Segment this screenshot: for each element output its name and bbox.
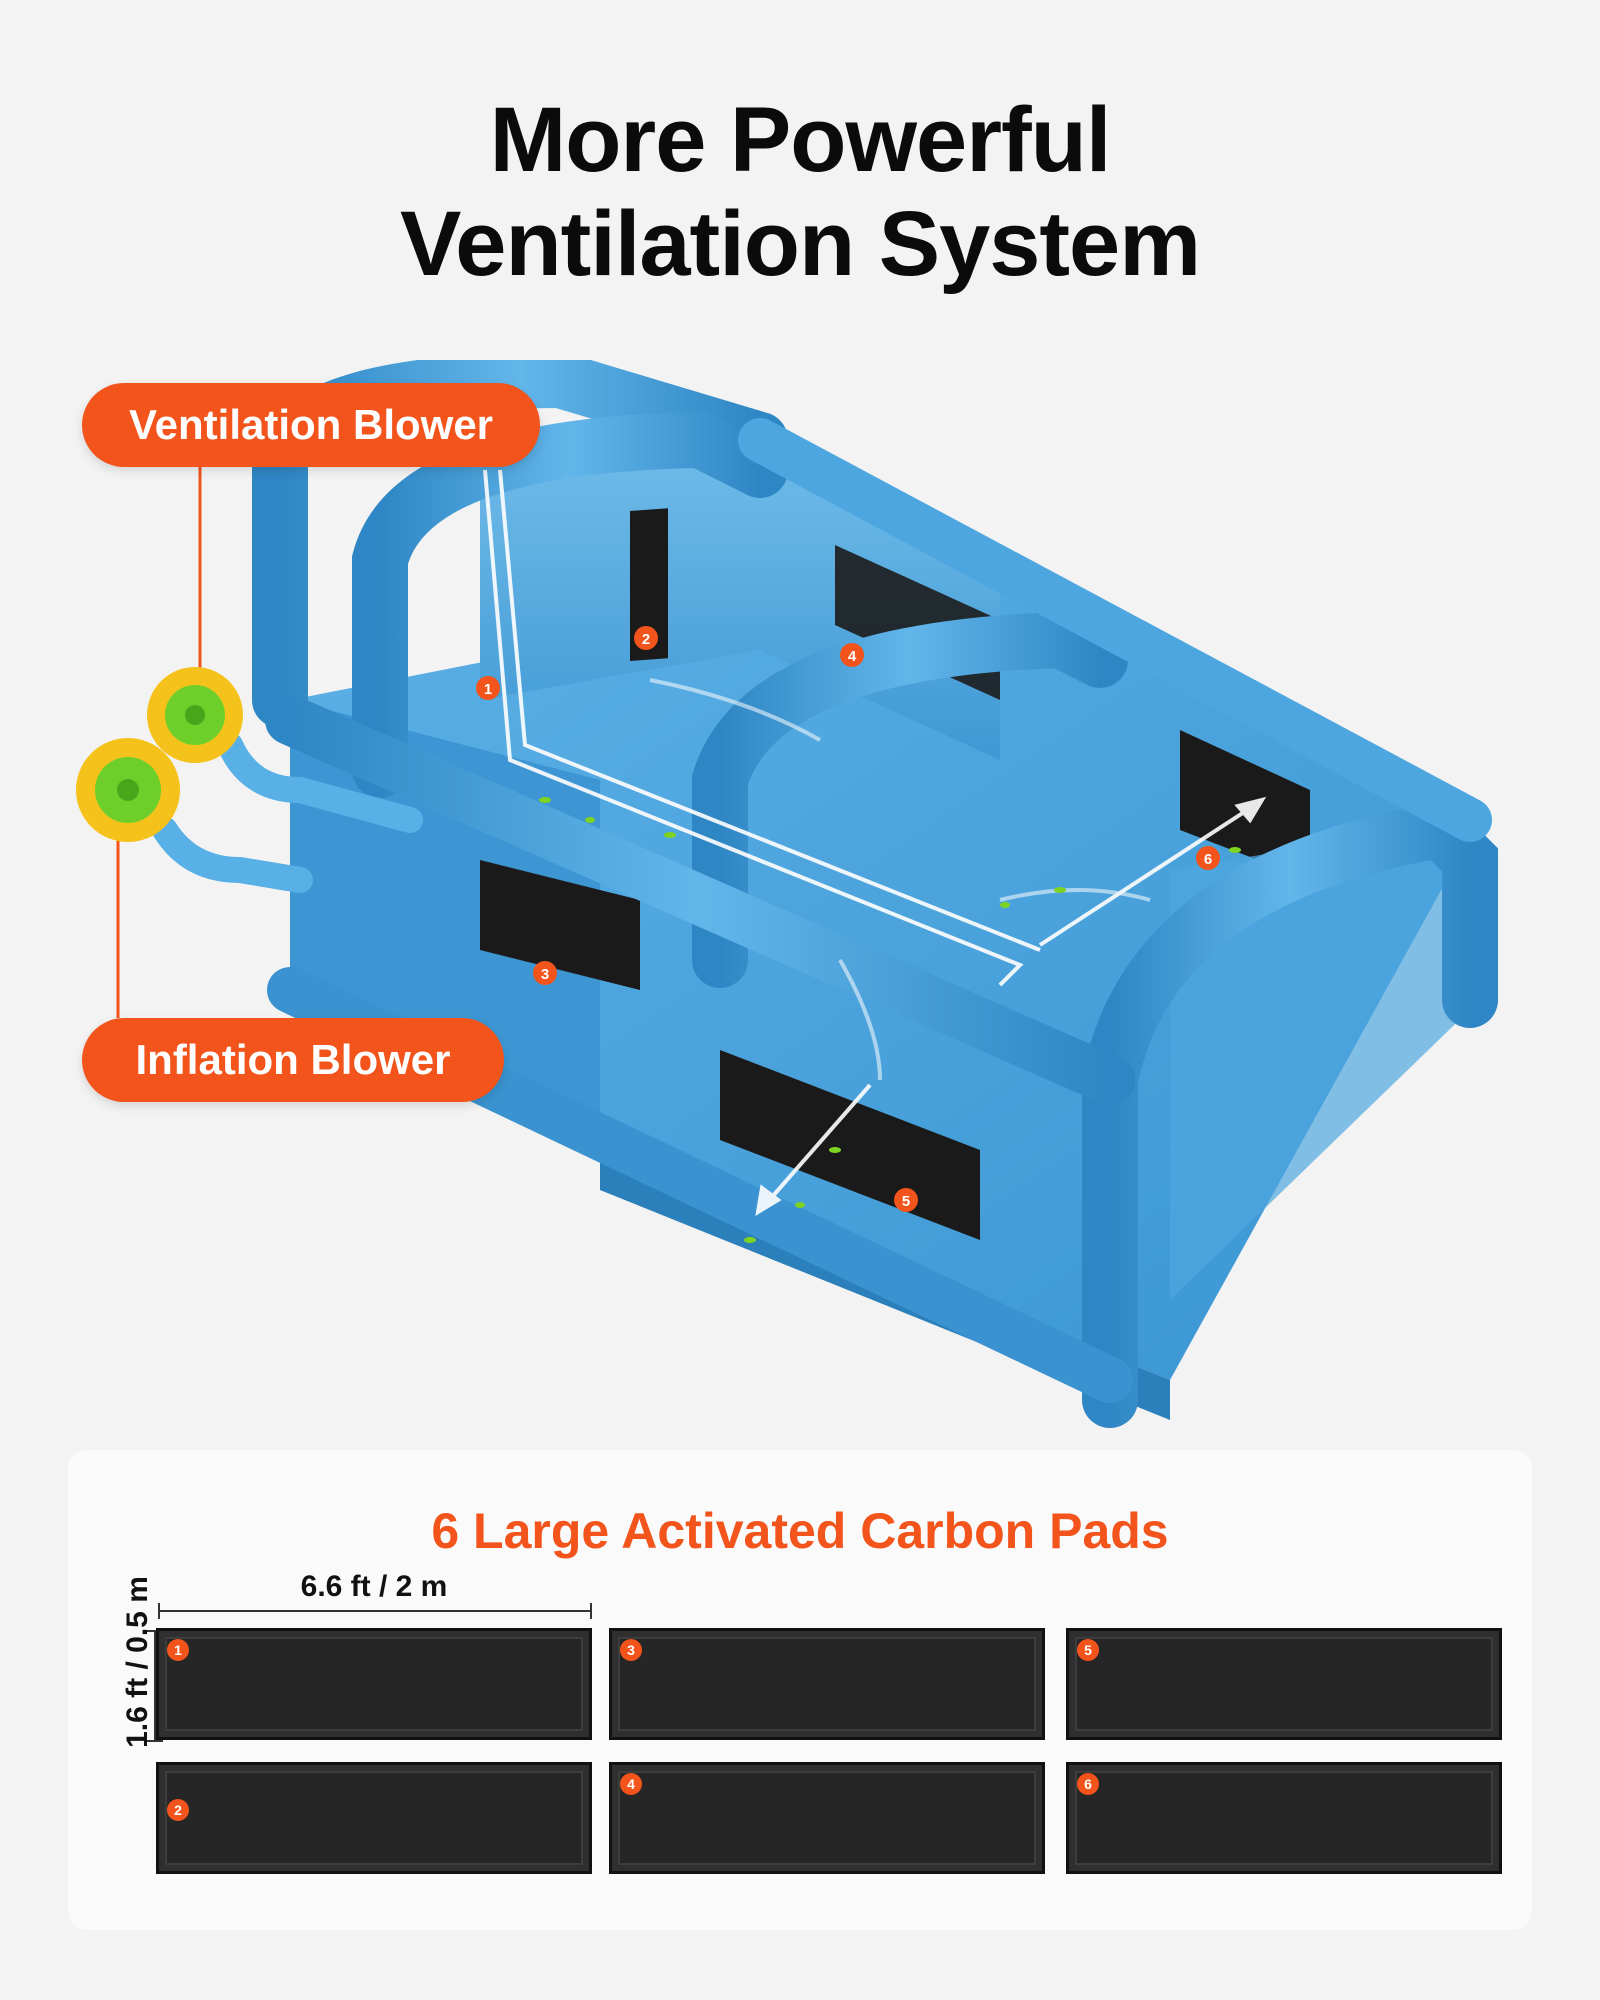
pad-number-badge: 2 [167,1799,189,1821]
booth-marker-6: 6 [1196,846,1220,870]
booth-marker-5: 5 [894,1188,918,1212]
airflow-lines [483,469,1267,1216]
ventilation-blower-icon [147,667,423,833]
pad-number-badge: 5 [1077,1639,1099,1661]
svg-text:1: 1 [484,681,492,698]
title-line-1: More Powerful [489,89,1112,191]
carbon-pads-card: 6 Large Activated Carbon Pads 6.6 ft / 2… [68,1450,1532,1930]
pad-height-dimension-line [147,1630,163,1742]
svg-text:4: 4 [848,648,857,665]
svg-text:5: 5 [902,1193,910,1210]
pad-width-dimension-line [158,1603,592,1619]
carbon-pad: 4 [609,1762,1045,1874]
pad-number-badge: 6 [1077,1773,1099,1795]
carbon-pads-title: 6 Large Activated Carbon Pads [431,1503,1169,1559]
carbon-pad: 3 [609,1628,1045,1740]
page-title: More Powerful Ventilation System [0,88,1600,296]
svg-text:6: 6 [1204,851,1212,868]
carbon-pad: 5 [1066,1628,1502,1740]
pad-height-label: 1.6 ft / 0.5 m [121,1576,154,1748]
pad-width-label: 6.6 ft / 2 m [300,1570,448,1603]
pad-number-badge: 3 [620,1639,642,1661]
carbon-pad: 6 [1066,1762,1502,1874]
title-line-2: Ventilation System [399,193,1201,295]
booth-marker-4: 4 [840,643,864,667]
booth-frame-tubes [252,360,1498,1428]
inflation-blower-callout: Inflation Blower [82,1018,504,1102]
carbon-pad: 2 [156,1762,592,1874]
booth-pad-markers: 1 2 3 4 5 6 [476,626,1220,1212]
svg-text:2: 2 [642,631,650,648]
spray-booth-illustration: 1 2 3 4 5 6 [76,360,1498,1428]
booth-marker-3: 3 [533,961,557,985]
booth-marker-2: 2 [634,626,658,650]
ventilation-blower-callout: Ventilation Blower [82,383,540,467]
pad-number-badge: 1 [167,1639,189,1661]
booth-marker-1: 1 [476,676,500,700]
svg-text:3: 3 [541,966,549,983]
carbon-pad: 1 [156,1628,592,1740]
pad-number-badge: 4 [620,1773,642,1795]
airflow-particles [539,797,1241,1243]
inflation-blower-icon [76,738,313,893]
